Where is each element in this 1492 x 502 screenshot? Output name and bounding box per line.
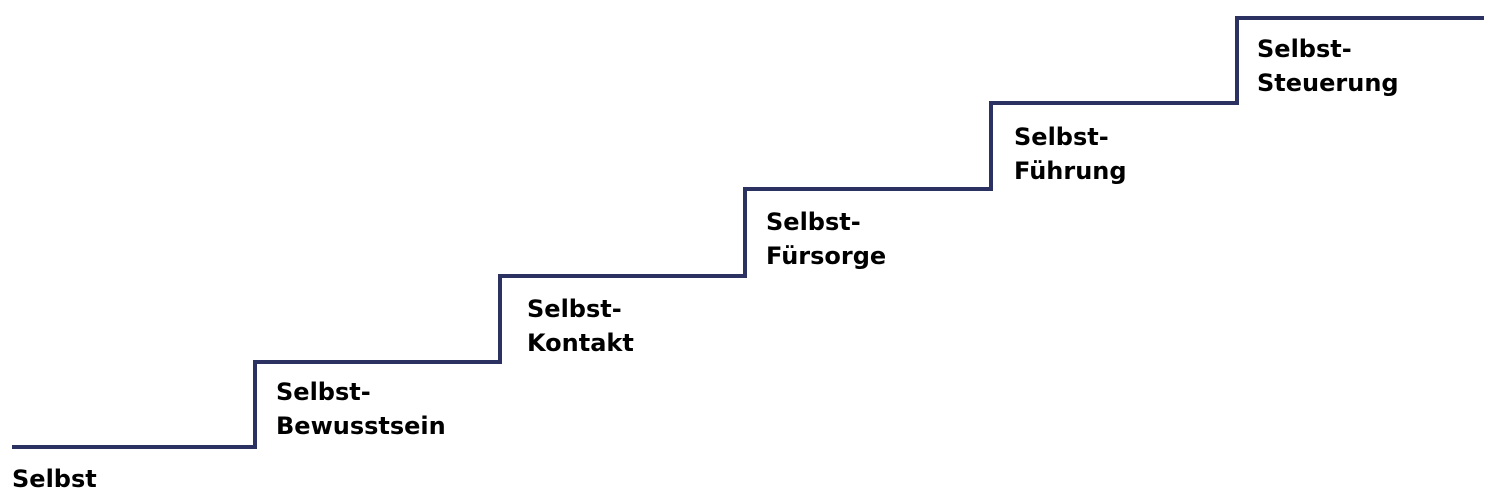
step-label-selbst-bewusstsein: Selbst- Bewusstsein xyxy=(276,375,446,443)
step-label-selbst-fuersorge: Selbst- Fürsorge xyxy=(766,205,886,273)
staircase-line xyxy=(12,16,1484,449)
step-label-line: Selbst- xyxy=(1014,123,1109,151)
step-label-selbst-kontakt: Selbst- Kontakt xyxy=(527,292,634,360)
step-label-line: Steuerung xyxy=(1257,69,1399,97)
step-label-line: Selbst- xyxy=(766,208,861,236)
step-label-line: Fürsorge xyxy=(766,242,887,270)
step-label-line: Selbst xyxy=(12,465,97,493)
step-label-selbst-steuerung: Selbst- Steuerung xyxy=(1257,32,1399,100)
step-label-line: Selbst- xyxy=(527,295,622,323)
step-label-line: Selbst- xyxy=(1257,35,1352,63)
step-label-line: Bewusstsein xyxy=(276,412,446,440)
step-label-line: Führung xyxy=(1014,157,1127,185)
step-label-line: Kontakt xyxy=(527,329,634,357)
step-label-line: Selbst- xyxy=(276,378,371,406)
step-label-selbst-fuehrung: Selbst- Führung xyxy=(1014,120,1127,188)
step-label-selbst: Selbst xyxy=(12,462,97,496)
